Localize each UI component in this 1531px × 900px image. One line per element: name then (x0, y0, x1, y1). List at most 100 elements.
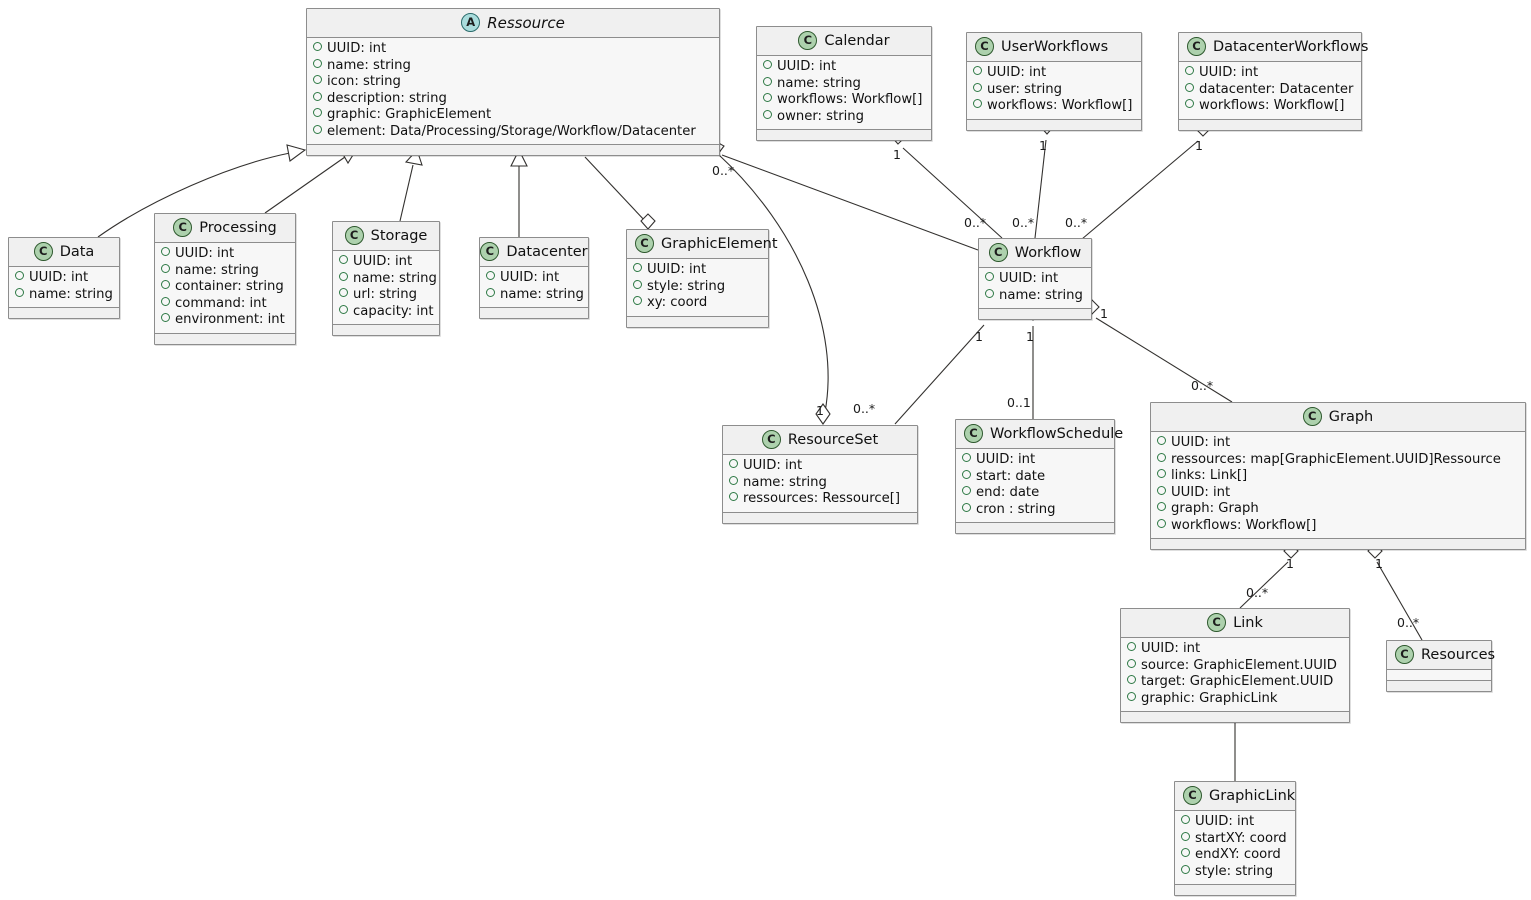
class-attributes-resources (1387, 670, 1491, 681)
class-attribute-label: UUID: int (1171, 484, 1231, 500)
class-attribute: UUID: int (973, 65, 1135, 82)
class-methods-graphiclink (1175, 885, 1295, 895)
class-methods-link (1121, 712, 1349, 722)
class-attribute-label: UUID: int (1171, 435, 1231, 450)
public-visibility-icon (633, 279, 642, 289)
multiplicity-label: 1 (1026, 329, 1034, 344)
class-methods-graphicelement (627, 316, 768, 327)
class-attribute-label: name: string (777, 75, 861, 91)
class-attribute: workflows: Workflow[] (763, 92, 925, 109)
edge-storage-inherits-ressource (399, 148, 423, 222)
class-methods-datacenter (480, 308, 588, 318)
class-attribute-label: container: string (175, 279, 284, 294)
class-attribute-label: name: string (327, 57, 411, 73)
multiplicity-label: 0..1 (1007, 395, 1031, 410)
multiplicity-label: 0..* (1246, 585, 1268, 600)
class-attribute: name: string (985, 288, 1085, 305)
class-icon: C (344, 226, 364, 245)
multiplicity-label: 1 (1039, 138, 1047, 153)
multiplicity-label: 0..* (1012, 215, 1034, 230)
class-attribute: environment: int (161, 312, 289, 329)
class-attribute-label: datacenter: Datacenter (1199, 81, 1354, 97)
public-visibility-icon (1157, 436, 1166, 445)
class-attribute: element: Data/Processing/Storage/Workflo… (313, 124, 713, 141)
class-title-resourceset: ResourceSet (787, 431, 879, 448)
class-icon: C (480, 242, 500, 261)
class-attribute-label: UUID: int (647, 262, 707, 277)
class-attribute: graphic: GraphicLink (1127, 691, 1343, 708)
public-visibility-icon (763, 109, 772, 119)
class-attribute: ressources: Ressource[] (729, 491, 911, 508)
multiplicity-label: 1 (893, 147, 901, 162)
class-attribute: command: int (161, 296, 289, 313)
class-attribute: ressources: map[GraphicElement.UUID]Ress… (1157, 452, 1519, 469)
multiplicity-label: 0..* (964, 215, 986, 230)
class-attribute: icon: string (313, 74, 713, 91)
edge-processing-inherits-ressource (264, 148, 357, 214)
class-attribute: user: string (973, 82, 1135, 99)
class-icon: C (1302, 407, 1322, 426)
class-attribute-label: UUID: int (999, 271, 1059, 286)
class-attribute: UUID: int (486, 270, 582, 287)
public-visibility-icon (1185, 82, 1194, 92)
public-visibility-icon (161, 313, 170, 322)
class-attribute: graphic: GraphicElement (313, 107, 713, 124)
class-attribute: endXY: coord (1181, 847, 1289, 864)
class-attribute-label: element: Data/Processing/Storage/Workflo… (327, 123, 696, 139)
edge-userworkflows-aggregates-workflow (1034, 117, 1055, 239)
multiplicity-label: 0..* (1065, 215, 1087, 230)
public-visibility-icon (763, 93, 772, 102)
class-attribute: UUID: int (1185, 65, 1355, 82)
class-attribute-label: owner: string (777, 108, 865, 124)
class-icon: C (1187, 37, 1206, 56)
class-icon: C (964, 424, 983, 443)
public-visibility-icon (1181, 848, 1190, 857)
class-methods-resourceset (723, 512, 917, 523)
edge-ressource-aggregates-graphicelement (584, 156, 656, 230)
public-visibility-icon (1127, 658, 1136, 668)
class-attribute: xy: coord (633, 295, 762, 312)
class-attribute: startXY: coord (1181, 831, 1289, 848)
class-attribute: start: date (962, 469, 1108, 486)
class-attribute: datacenter: Datacenter (1185, 82, 1355, 99)
class-attribute-label: UUID: int (1199, 65, 1259, 80)
multiplicity-label: 1 (816, 403, 824, 418)
class-attribute: container: string (161, 279, 289, 296)
class-attribute: graph: Graph (1157, 501, 1519, 518)
class-methods-graph (1151, 539, 1525, 549)
class-attribute: UUID: int (15, 270, 113, 287)
edge-calendar-aggregates-workflow (890, 128, 1003, 239)
public-visibility-icon (1157, 452, 1166, 462)
public-visibility-icon (962, 469, 971, 479)
multiplicity-label: 0..* (1191, 378, 1213, 393)
class-methods-calendar (757, 130, 931, 140)
class-icon: C (1183, 786, 1202, 805)
class-attribute: links: Link[] (1157, 468, 1519, 485)
